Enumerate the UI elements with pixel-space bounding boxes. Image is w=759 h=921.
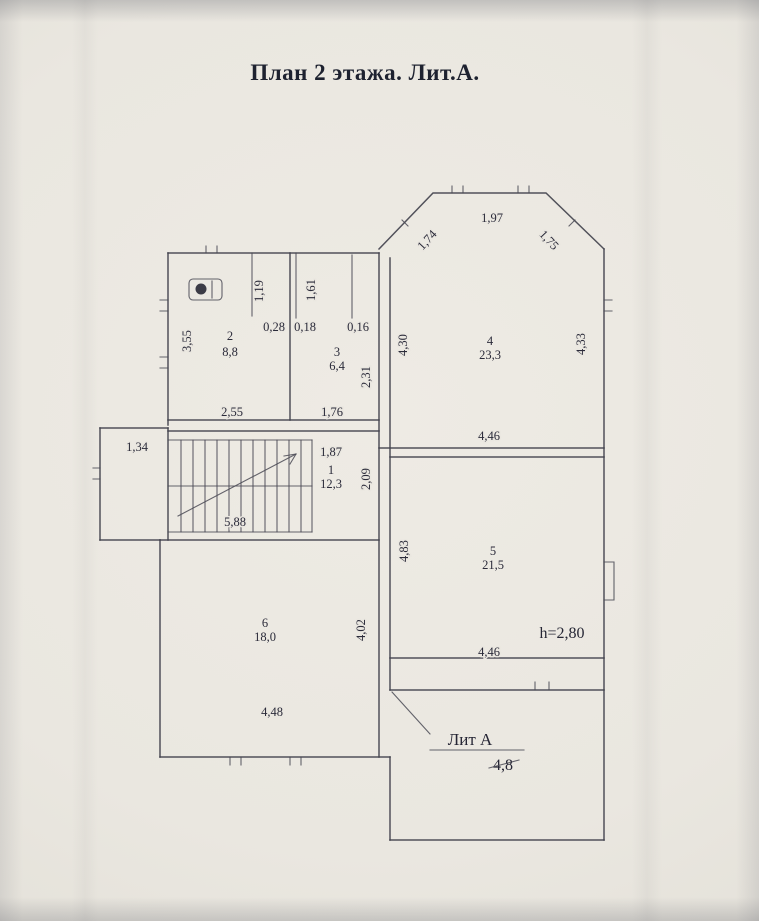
room-5-number: 5 [490,544,496,558]
annex-value: 4,8 [493,757,513,774]
dim-room6-right: 4,02 [354,619,368,641]
room-3-area: 6,4 [329,359,345,373]
ceiling-height-note: h=2,80 [539,625,584,642]
window-marks [92,185,615,766]
page-title: План 2 этажа. Лит.А. [250,60,480,85]
dim-stub-left: 1,19 [252,280,266,302]
dim-room5-width: 4,46 [478,645,500,659]
dim-room4-width: 4,46 [478,429,500,443]
dim-hall-height: 2,09 [359,468,373,490]
stairs [167,439,313,533]
interior-partitions [251,252,353,319]
dim-bay-left: 1,74 [414,227,440,253]
dim-room3-width: 1,76 [321,405,343,419]
room-4-area: 23,3 [479,348,501,362]
annex-label: Лит А [448,730,493,749]
dim-hall-width: 1,87 [320,445,342,459]
dim-room6-width: 4,48 [261,705,283,719]
room-5-area: 21,5 [482,558,504,572]
dim-room5-left: 4,83 [397,540,411,562]
room-2-number: 2 [227,329,233,343]
dim-stairs-width: 5,88 [224,515,246,529]
dim-room4-left: 4,30 [396,334,410,356]
dim-room2-left: 3,55 [180,330,194,352]
stairs-direction-arrow [177,453,297,517]
room-4-number: 4 [487,334,494,348]
room-3-number: 3 [334,345,340,359]
toilet-icon [188,278,223,301]
dim-wall-028: 0,28 [263,320,285,334]
room-1-area: 12,3 [320,477,342,491]
room-6-number: 6 [262,616,268,630]
dimension-labels: 3,55 2,55 1,19 1,61 0,28 0,18 0,16 1,76 … [125,210,590,721]
dim-room3-right: 2,31 [359,366,373,388]
dim-landing-width: 1,34 [126,440,149,454]
room-6-area: 18,0 [254,630,276,644]
dim-stub-mid: 1,61 [304,279,318,301]
dim-wall-016: 0,16 [347,320,369,334]
dim-bay-right: 1,75 [536,227,561,253]
room-2-area: 8,8 [222,345,238,359]
annotations: h=2,80 Лит А 4,8 [429,625,585,774]
outer-walls [99,192,606,841]
room-labels: 2 8,8 3 6,4 4 23,3 1 12,3 5 21,5 6 18,0 [222,329,504,644]
room-1-number: 1 [328,463,334,477]
dim-bay-top: 1,97 [481,211,503,225]
dim-room2-width: 2,55 [221,405,243,419]
dim-wall-018: 0,18 [294,320,316,334]
dim-room4-right: 4,33 [574,333,588,355]
annex-value-strike [488,759,520,769]
